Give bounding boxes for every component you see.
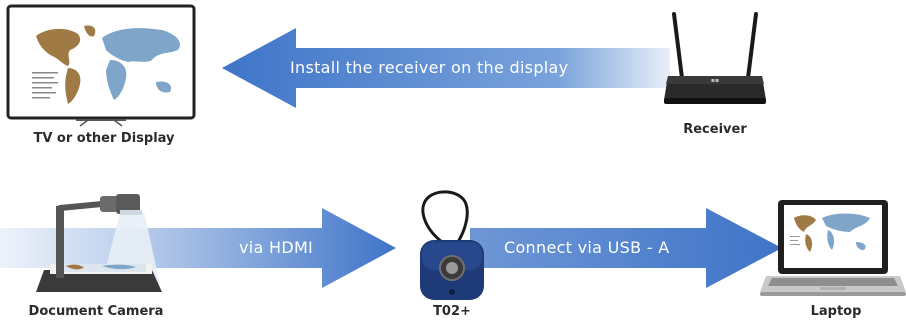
document-camera-icon [36,194,162,292]
t02-label: T02+ [433,304,471,319]
usb-arrow-text: Connect via USB - A [504,238,670,257]
usb-arrow [470,208,782,288]
install-arrow [222,28,670,108]
t02-icon [420,190,484,300]
svg-text:▪▪: ▪▪ [711,77,719,84]
install-arrow-text: Install the receiver on the display [290,58,569,77]
hdmi-arrow-text: via HDMI [239,238,314,257]
laptop-icon [760,200,906,296]
receiver-icon: ▪▪ [664,12,766,104]
tv-label: TV or other Display [33,131,175,146]
receiver-label: Receiver [683,122,747,137]
document-camera-label: Document Camera [28,304,164,319]
laptop-label: Laptop [810,304,862,319]
tv-icon [6,4,196,127]
